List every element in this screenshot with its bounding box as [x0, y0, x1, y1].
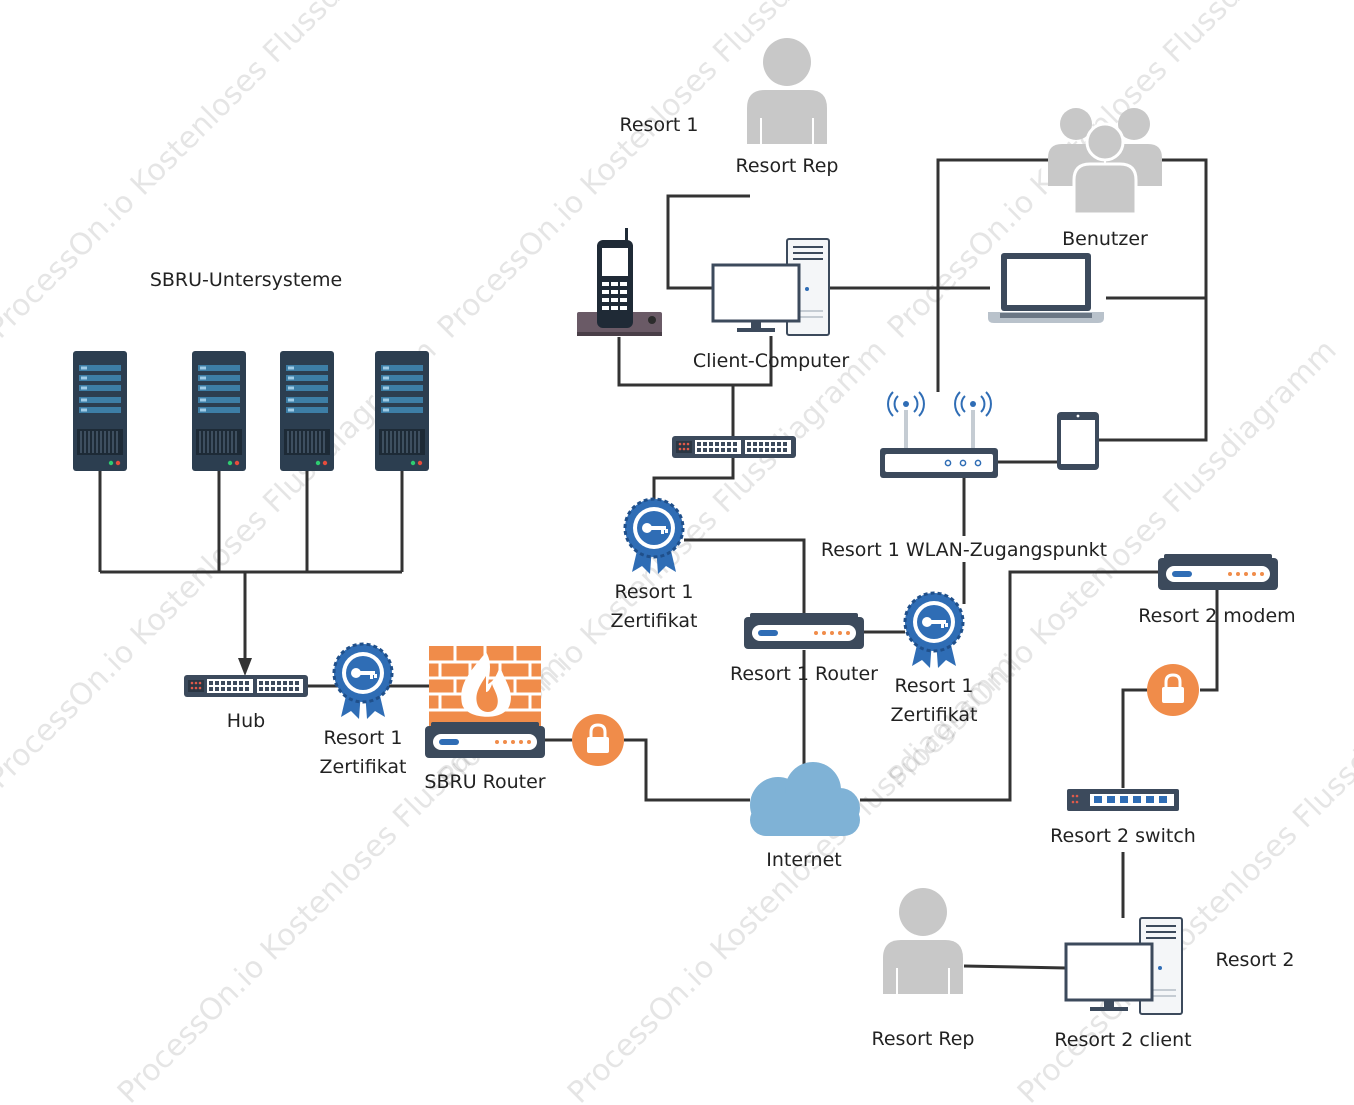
- certificate-icon: [903, 591, 965, 670]
- label-resort2: Resort 2: [1216, 949, 1295, 971]
- label-resort1: Resort 1: [620, 114, 699, 136]
- resort-rep-person-icon: [746, 37, 828, 145]
- wire-users-to-ap: [936, 158, 1050, 392]
- firewall-icon: [429, 646, 541, 726]
- lock-icon: [1145, 662, 1201, 718]
- wire-laptop-to-users: [1106, 158, 1208, 300]
- tablet-icon: [1057, 412, 1099, 470]
- label-cert-switch: Resort 1 Zertifikat: [611, 581, 698, 632]
- server-icon: [191, 350, 247, 472]
- label-internet: Internet: [766, 849, 841, 871]
- label-cert-hub: Resort 1 Zertifikat: [320, 727, 407, 778]
- user-group-icon: [1048, 108, 1162, 216]
- certificate-icon: [332, 642, 394, 721]
- phone-icon: [577, 228, 662, 336]
- labels: SBRU-Untersysteme Hub Resort 1 Zertifikat…: [150, 114, 1296, 1051]
- wire-phone-link: [617, 336, 773, 387]
- label-client-computer: Client-Computer: [693, 350, 850, 372]
- server-icon: [374, 350, 430, 472]
- wlan-access-point-icon: [880, 391, 998, 478]
- wire-lock-to-switch: [1121, 688, 1147, 788]
- label-line: Zertifikat: [611, 610, 698, 632]
- label-line: Zertifikat: [320, 756, 407, 778]
- wire-r1router-to-cert: [684, 538, 806, 615]
- resort2-modem-icon: [1158, 554, 1278, 590]
- label-resort1-router: Resort 1 Router: [730, 663, 878, 685]
- label-resort2-modem: Resort 2 modem: [1138, 605, 1295, 627]
- label-resort-rep-bottom: Resort Rep: [872, 1028, 975, 1050]
- label-hub: Hub: [227, 710, 265, 732]
- switch-icon: [672, 436, 796, 458]
- label-line: Resort 1: [615, 581, 694, 603]
- arrow-to-hub: [238, 658, 252, 676]
- cloud-icon: [750, 762, 860, 836]
- wire-internet-to-modem: [860, 570, 1160, 802]
- wire-modem-to-lock: [1200, 590, 1219, 692]
- client-computer-icon: [711, 237, 831, 337]
- lock-icon: [570, 712, 626, 768]
- label-cert-wlan: Resort 1 Zertifikat: [891, 675, 978, 726]
- server-icon: [72, 350, 128, 472]
- label-line: Resort 1: [895, 675, 974, 697]
- wire-tablet-to-users: [1098, 298, 1208, 442]
- hub-icon: [184, 675, 308, 697]
- resort1-router-icon: [744, 613, 864, 649]
- resort2-switch-icon: [1067, 789, 1179, 811]
- label-benutzer: Benutzer: [1062, 228, 1148, 250]
- label-resort2-client: Resort 2 client: [1054, 1029, 1191, 1051]
- label-line: Zertifikat: [891, 704, 978, 726]
- resort-rep-person-icon: [882, 887, 964, 995]
- laptop-icon: [988, 253, 1104, 323]
- wire-lock-to-internet: [624, 738, 750, 802]
- wire-cert-to-switch: [652, 458, 735, 503]
- label-wlan: Resort 1 WLAN-Zugangspunkt: [821, 539, 1107, 561]
- server-icon: [279, 350, 335, 472]
- watermark-text: ProcessOn.io Kostenloses Flussdiagramm: [0, 0, 444, 346]
- resort2-client-icon: [1064, 916, 1184, 1016]
- sbru-router-icon: [425, 722, 545, 758]
- label-sbru-router: SBRU Router: [424, 771, 545, 793]
- wire-rep-to-pc: [666, 194, 750, 290]
- wire-rep-to-client: [963, 964, 1067, 970]
- label-resort-rep-top: Resort Rep: [736, 155, 839, 177]
- label-resort2-switch: Resort 2 switch: [1050, 825, 1196, 847]
- connections: [98, 158, 1219, 970]
- label-line: Resort 1: [324, 727, 403, 749]
- label-sbru-subsystems: SBRU-Untersysteme: [150, 269, 342, 291]
